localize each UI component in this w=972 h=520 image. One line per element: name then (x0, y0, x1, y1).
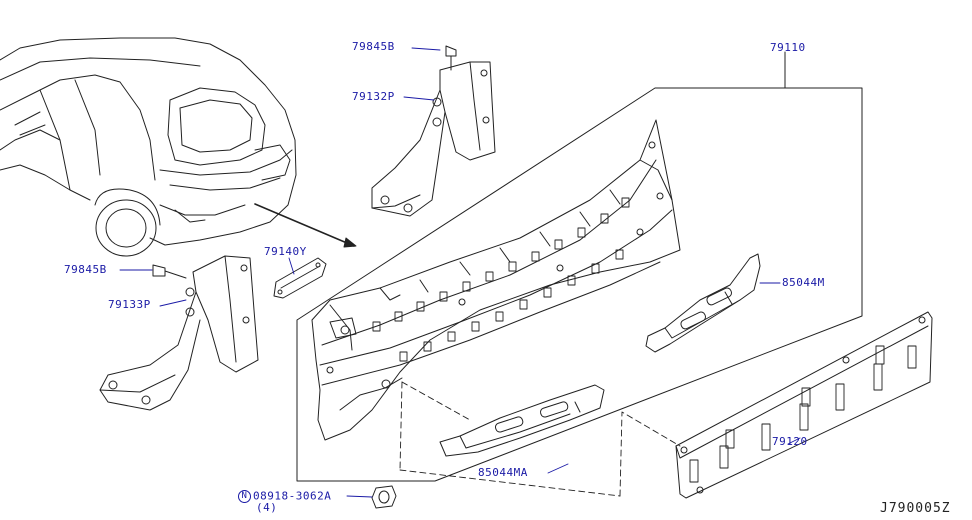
plate-79120 (675, 311, 933, 499)
vehicle-sketch (0, 37, 357, 257)
bracket-79132p (371, 45, 496, 217)
label-79133p[interactable]: 79133P (108, 298, 151, 311)
label-79120[interactable]: 79120 (772, 435, 808, 448)
member-85044ma (439, 384, 605, 457)
nut-08918-3062a (371, 485, 397, 509)
label-79845b-top[interactable]: 79845B (352, 40, 395, 53)
label-79132p[interactable]: 79132P (352, 90, 395, 103)
label-79140y[interactable]: 79140Y (264, 245, 307, 258)
label-79110[interactable]: 79110 (770, 41, 806, 54)
member-85044m (645, 253, 761, 353)
label-nut-quantity: (4) (256, 501, 278, 514)
diagram-code: J790005Z (880, 501, 951, 516)
bracket-79133p (99, 255, 259, 411)
label-79845b-left[interactable]: 79845B (64, 263, 107, 276)
label-85044m[interactable]: 85044M (782, 276, 825, 289)
n-circle-symbol: N (238, 490, 251, 503)
rear-panel-79110 (311, 119, 681, 441)
label-85044ma[interactable]: 85044MA (478, 466, 528, 479)
nut-part-number: 08918-3062A (253, 489, 332, 503)
bracket-79140y (273, 257, 327, 299)
